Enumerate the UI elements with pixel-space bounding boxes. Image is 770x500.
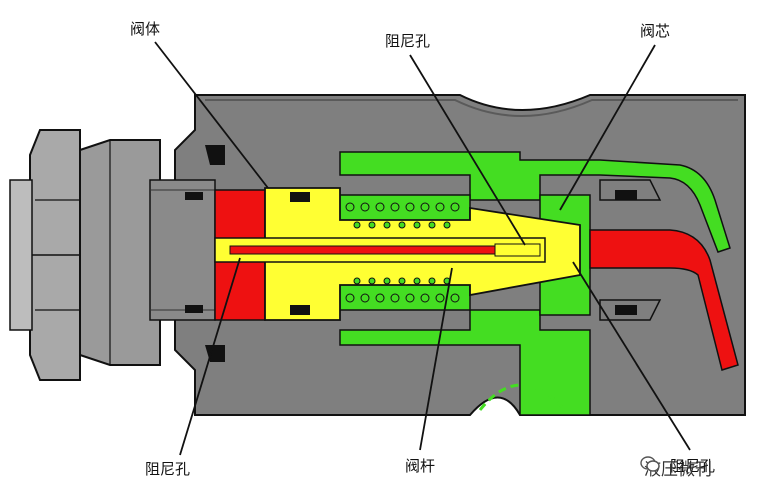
spring-top — [345, 202, 460, 229]
threaded-stub — [9, 179, 33, 331]
leader-damping-hole-bottom-right — [572, 261, 691, 451]
housing-rim — [205, 99, 738, 117]
o-ring — [185, 192, 203, 200]
o-ring — [290, 305, 310, 315]
plug-body — [79, 139, 161, 366]
label-damping-hole-bottom-right: 阻尼孔 — [670, 457, 716, 475]
leader-damping-hole-bottom-left — [179, 257, 241, 456]
o-ring — [185, 305, 203, 313]
leader-valve-stem — [419, 267, 453, 451]
red-oil-outlet — [589, 229, 739, 371]
o-ring — [615, 305, 637, 315]
right-seal-ring-top — [599, 179, 662, 201]
stem-tip — [494, 243, 541, 257]
label-damping-hole-bottom-left: 阻尼孔 — [145, 460, 191, 478]
label-valve-core: 阀芯 — [640, 22, 671, 40]
leader-valve-core — [559, 44, 656, 211]
o-ring — [615, 190, 637, 200]
leader-lines — [154, 41, 691, 456]
leader-valve-body — [154, 41, 269, 189]
label-valve-stem: 阀杆 — [405, 457, 436, 475]
watermark-text: 液压微刊 — [644, 460, 712, 480]
label-damping-hole-top: 阻尼孔 — [385, 32, 431, 50]
right-seal-ring-bottom — [599, 299, 662, 321]
green-channel-bottom — [339, 309, 591, 416]
o-ring — [290, 192, 310, 202]
plug-thread — [149, 179, 216, 321]
label-valve-body: 阀体 — [130, 20, 161, 38]
watermark: 液压微刊 — [640, 455, 712, 480]
leader-damping-hole-top — [409, 54, 526, 246]
seal-top — [205, 145, 225, 165]
stem-bore — [229, 245, 501, 255]
